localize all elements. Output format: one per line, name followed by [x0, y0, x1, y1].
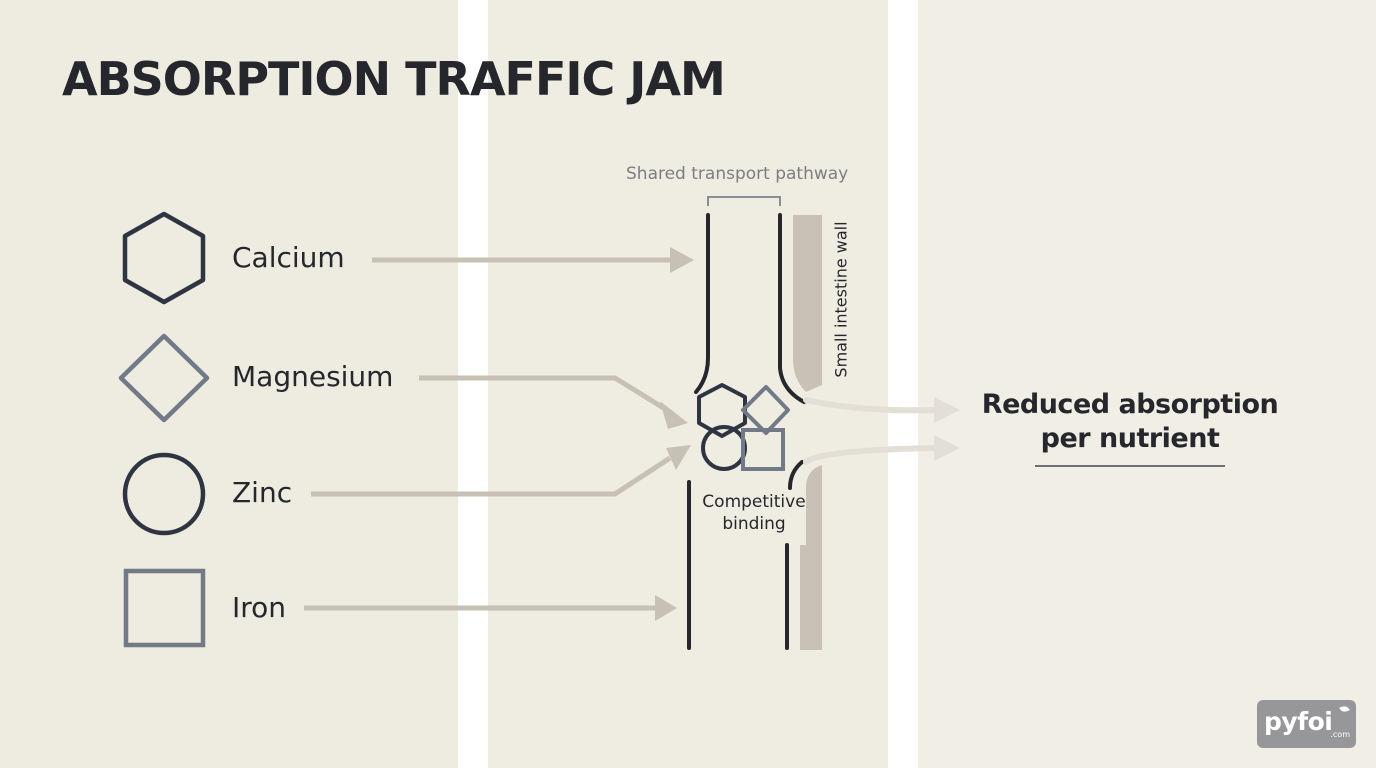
output-arrow-lower — [803, 435, 960, 465]
background-divider — [888, 0, 918, 768]
bound-magnesium-diamond-icon — [741, 385, 790, 435]
competitive-binding-line-1: Competitive — [702, 492, 806, 512]
page-title: ABSORPTION TRAFFIC JAM — [62, 52, 726, 106]
competitive-binding-label: Competitive binding — [695, 491, 813, 535]
calcium-hexagon-icon — [122, 211, 206, 305]
background-panel-right — [918, 0, 1376, 768]
background-panel-left — [0, 0, 458, 768]
intestine-wall-band-lower — [800, 465, 822, 650]
channel-wall-upper-left — [694, 213, 710, 394]
logo-text: pyfoi — [1264, 707, 1333, 736]
zinc-arrow — [311, 445, 691, 497]
iron-square-icon — [123, 568, 206, 648]
magnesium-arrow — [419, 375, 688, 429]
nutrient-label-calcium: Calcium — [232, 241, 345, 274]
output-arrow-upper — [803, 397, 960, 423]
magnesium-diamond-icon — [118, 333, 210, 423]
leaf-icon — [1339, 704, 1350, 714]
bound-calcium-hexagon-icon — [697, 383, 747, 438]
nutrient-label-zinc: Zinc — [232, 476, 293, 509]
result-line-2: per nutrient — [1040, 423, 1220, 454]
zinc-circle-icon — [122, 452, 206, 536]
logo-suffix: .com — [1330, 730, 1350, 739]
nutrient-label-iron: Iron — [232, 591, 287, 624]
channel-wall-upper-right — [778, 213, 806, 404]
competitive-binding-line-2: binding — [722, 514, 786, 534]
calcium-arrow — [372, 247, 694, 273]
result-label: Reduced absorption per nutrient — [974, 388, 1286, 456]
intestine-wall-band-upper — [793, 215, 822, 392]
pathway-label: Shared transport pathway — [626, 164, 849, 184]
nutrient-label-magnesium: Magnesium — [232, 360, 394, 393]
bound-iron-square-icon — [741, 428, 785, 471]
channel-wall-lower-right — [788, 460, 804, 490]
result-line-1: Reduced absorption — [981, 389, 1279, 420]
pathway-bracket — [707, 196, 781, 206]
iron-arrow — [304, 595, 677, 621]
intestine-wall-label: Small intestine wall — [831, 221, 851, 378]
pyfoi-logo: pyfoi .com — [1257, 700, 1356, 748]
result-underline — [1035, 465, 1225, 467]
background-divider — [458, 0, 488, 768]
